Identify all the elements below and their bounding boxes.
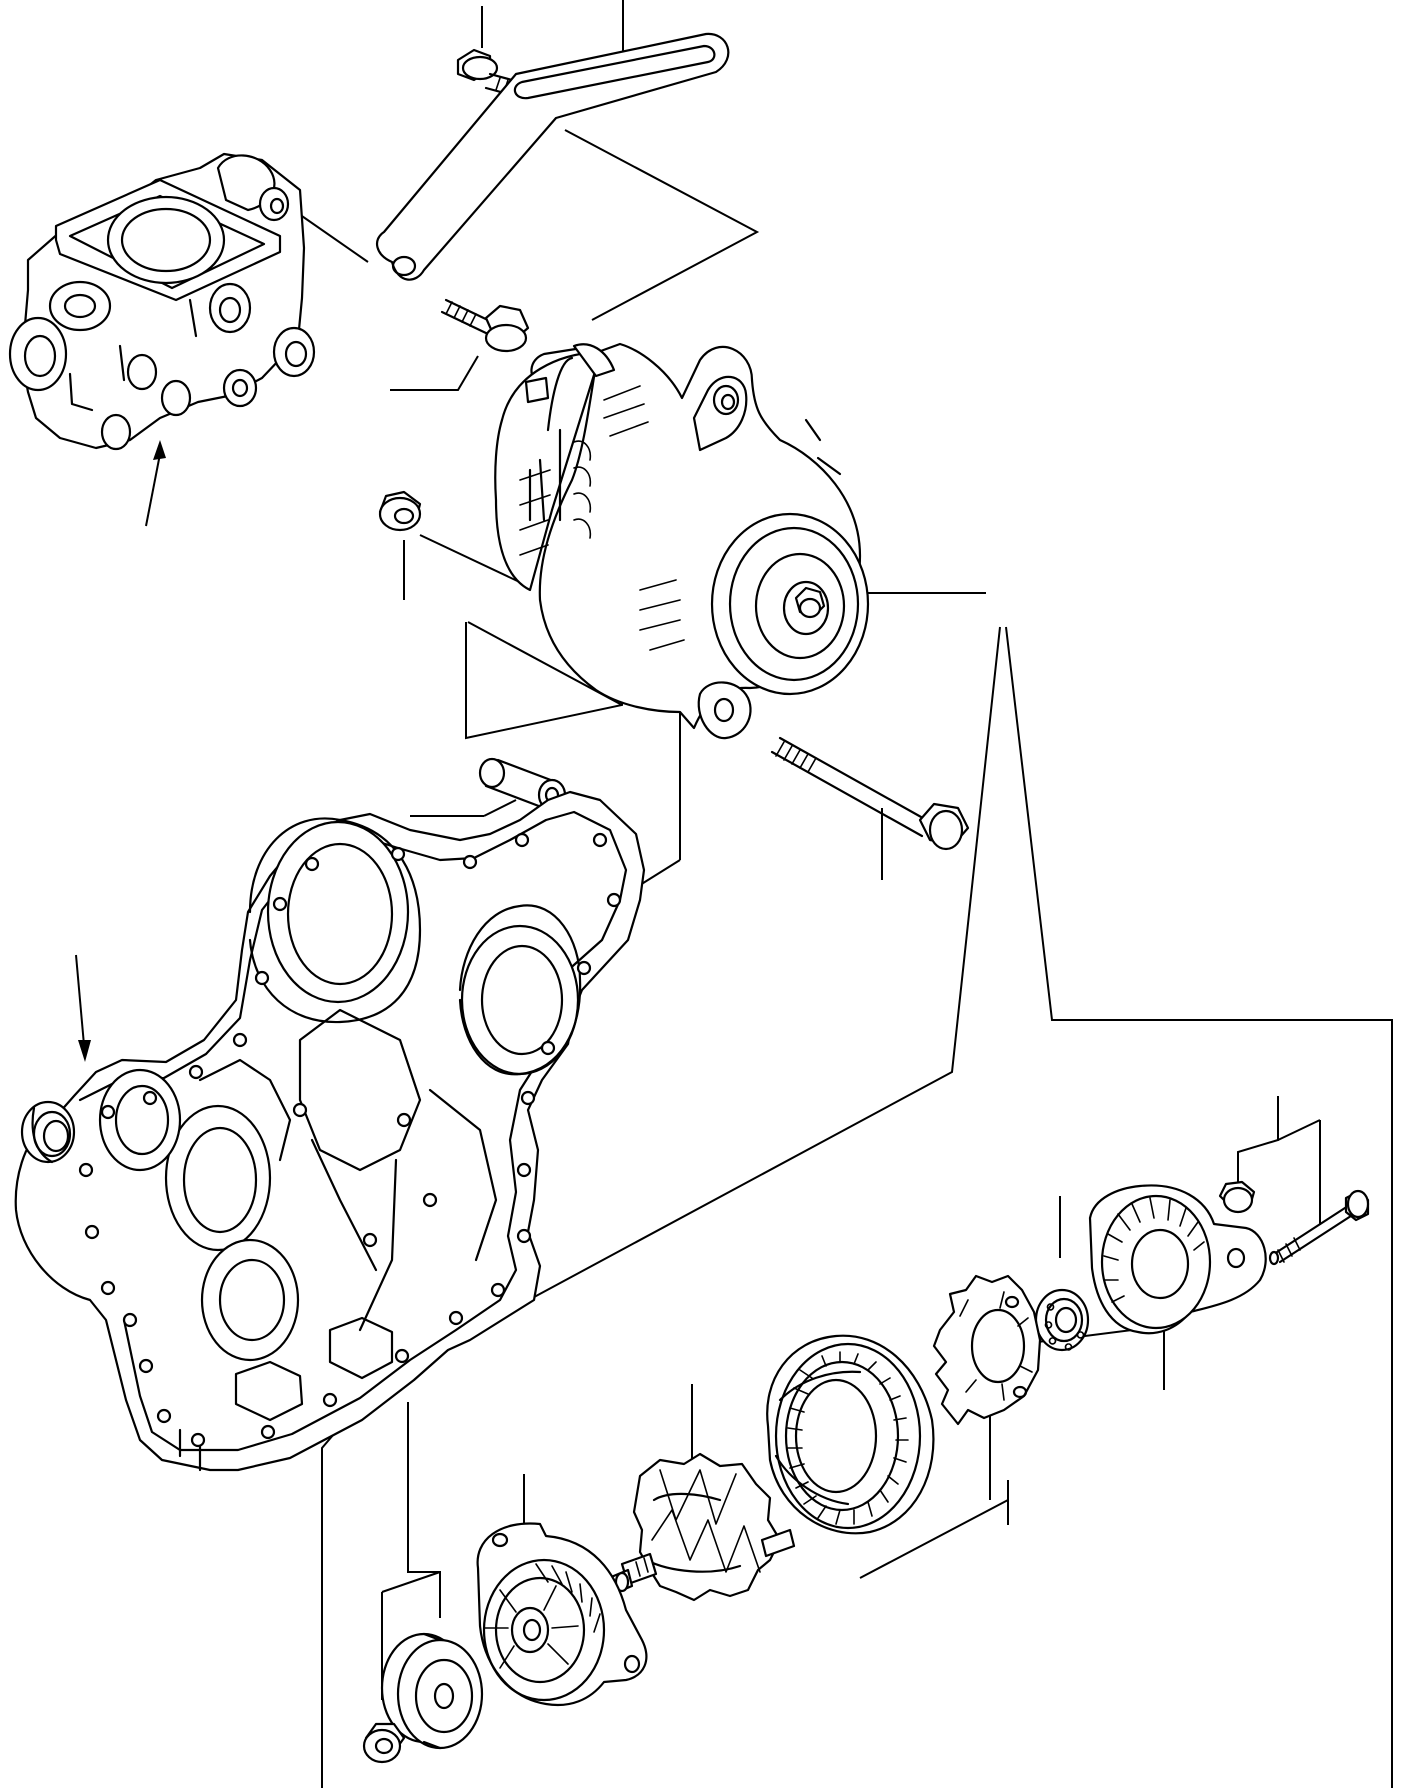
rear-frame: [1088, 1184, 1267, 1335]
through-bolt: [1268, 1189, 1370, 1266]
arrow-head: [153, 440, 166, 460]
stator: [766, 1334, 935, 1535]
alternator-assembly: [494, 342, 870, 740]
arrow-head: [78, 1040, 91, 1062]
hex-nut: [378, 490, 422, 532]
rectifier: [932, 1274, 1042, 1426]
case-bolt-holes: [78, 832, 622, 1448]
leader-lines: [75, 0, 1393, 1788]
rotor: [602, 1452, 796, 1602]
flange-bolt-top: [456, 48, 540, 102]
rear-bearing: [1034, 1288, 1090, 1352]
long-pivot-bolt: [770, 736, 970, 851]
oil-seal: [20, 1100, 76, 1164]
pulley: [380, 1632, 484, 1750]
timing-gear-case: [14, 790, 646, 1472]
drive-end-frame: [476, 1522, 648, 1707]
rear-cover-nut: [1218, 1180, 1256, 1214]
adjusting-bracket: [375, 32, 730, 281]
thermostat-housing: [8, 152, 316, 451]
adjusting-bolt: [440, 298, 530, 353]
pulley-nut: [362, 1722, 406, 1764]
